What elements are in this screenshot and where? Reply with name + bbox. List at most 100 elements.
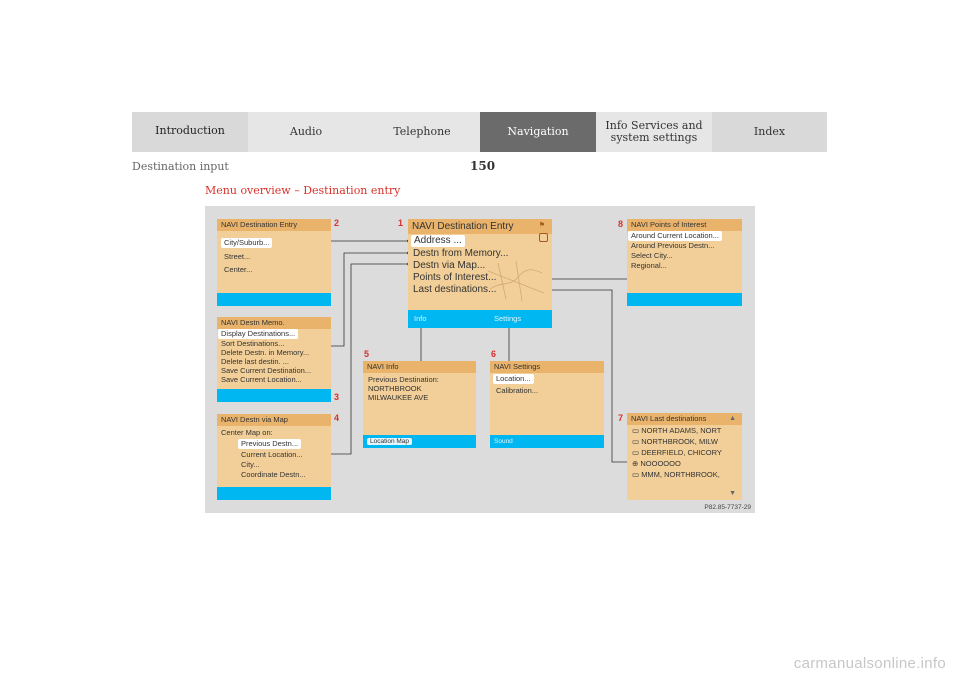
menu-item-city[interactable]: City/Suburb... xyxy=(221,238,273,248)
flag-icon: ⚑ xyxy=(538,222,545,229)
callout-number-4: 4 xyxy=(334,413,340,423)
panel-destn-via-map: NAVI Destn via Map Center Map on: Previo… xyxy=(217,414,331,500)
menu-item-destn-from-memory[interactable]: Destn from Memory... xyxy=(413,248,509,259)
menu-item-current-location[interactable]: Current Location... xyxy=(241,450,303,459)
list-item[interactable]: ▭ MMM, NORTHBROOK, xyxy=(632,470,720,480)
address-icon: ▭ xyxy=(632,426,640,435)
callout-number-2: 2 xyxy=(334,218,340,228)
doc-heading: Menu overview – Destination entry xyxy=(205,184,401,197)
tab-audio[interactable]: Audio xyxy=(248,112,364,152)
softkey-location-map[interactable]: Location Map xyxy=(367,438,413,445)
softkey-info[interactable]: Info xyxy=(414,314,427,323)
panel-title: NAVI Info xyxy=(363,361,476,373)
list-item-label: DEERFIELD, CHICORY xyxy=(641,448,722,457)
tab-index-label: Index xyxy=(753,125,786,138)
poi-icon: ⊕ xyxy=(632,459,639,468)
panel-softkey-bar xyxy=(217,487,331,500)
panel-softkey-bar xyxy=(217,293,331,306)
page-number: 150 xyxy=(470,159,496,173)
panel-softkey-bar: Sound xyxy=(490,435,604,448)
panel-destination-entry-small: NAVI Destination Entry City/Suburb... St… xyxy=(217,219,331,306)
menu-item-regional[interactable]: Regional... xyxy=(631,261,667,270)
scroll-up-icon[interactable]: ▲ xyxy=(729,415,736,422)
tab-navigation[interactable]: Navigation xyxy=(480,112,596,152)
address-icon: ▭ xyxy=(632,448,640,457)
tab-introduction-label: Introduction xyxy=(155,124,225,137)
panel-destn-memo: NAVI Destn Memo. Display Destinations...… xyxy=(217,317,331,402)
menu-item-calibration[interactable]: Calibration... xyxy=(496,386,539,395)
address-icon: ▭ xyxy=(632,437,640,446)
map-background-graphic xyxy=(488,260,544,302)
menu-item-save-destination[interactable]: Save Current Destination... xyxy=(221,366,312,375)
panel-title: NAVI Destn Memo. xyxy=(217,317,331,329)
address-icon: ▭ xyxy=(632,470,640,479)
menu-item-street[interactable]: Street... xyxy=(224,252,251,261)
softkey-sound[interactable]: Sound xyxy=(494,438,513,445)
panel-softkey-bar: Info Settings xyxy=(408,310,552,328)
menu-item-city[interactable]: City... xyxy=(241,460,260,469)
menu-item-sort-destinations[interactable]: Sort Destinations... xyxy=(221,339,285,348)
info-street-value: MILWAUKEE AVE xyxy=(368,393,429,402)
tab-telephone[interactable]: Telephone xyxy=(364,112,480,152)
tab-telephone-label: Telephone xyxy=(393,125,451,138)
panel-title: NAVI Settings xyxy=(490,361,604,373)
panel-softkey-bar xyxy=(627,293,742,306)
menu-item-display-destinations[interactable]: Display Destinations... xyxy=(218,329,299,339)
menu-item-points-of-interest[interactable]: Points of Interest... xyxy=(413,272,497,283)
panel-softkey-bar xyxy=(217,389,331,402)
callout-number-7: 7 xyxy=(618,413,624,423)
menu-item-save-location[interactable]: Save Current Location... xyxy=(221,375,302,384)
callout-number-1: 1 xyxy=(398,218,404,228)
callout-number-3: 3 xyxy=(334,392,340,402)
list-item[interactable]: ▭ NORTHBROOK, MILW xyxy=(632,437,718,447)
disc-icon xyxy=(539,233,548,242)
menu-item-location[interactable]: Location... xyxy=(493,374,534,384)
tab-index[interactable]: Index xyxy=(712,112,827,152)
scroll-down-icon[interactable]: ▼ xyxy=(729,490,736,497)
menu-item-select-city[interactable]: Select City... xyxy=(631,251,673,260)
tab-info-line2: system settings xyxy=(610,131,698,144)
list-item-label: MMM, NORTHBROOK, xyxy=(641,470,720,479)
panel-title: NAVI Last destinations xyxy=(627,413,742,425)
list-item[interactable]: ▭ DEERFIELD, CHICORY xyxy=(632,448,722,458)
watermark-text: carmanualsonline.info xyxy=(793,655,946,672)
list-item[interactable]: ▭ NORTH ADAMS, NORT xyxy=(632,426,721,436)
panel-title: NAVI Points of Interest xyxy=(627,219,742,231)
section-title: Destination input xyxy=(132,160,229,173)
menu-item-around-previous[interactable]: Around Previous Destn... xyxy=(631,241,715,250)
menu-item-delete-last[interactable]: Delete last destin. ... xyxy=(221,357,289,366)
tab-navigation-label: Navigation xyxy=(507,125,569,138)
list-item[interactable]: ⊕ NOOOOOO xyxy=(632,459,681,469)
menu-item-around-current[interactable]: Around Current Location... xyxy=(628,231,722,241)
chapter-tab-bar: Introduction Audio Telephone Navigation … xyxy=(132,112,827,152)
info-city-value: NORTHBROOK xyxy=(368,384,422,393)
panel-navi-info: NAVI Info Previous Destination: NORTHBRO… xyxy=(363,361,476,448)
panel-title: NAVI Destination Entry xyxy=(217,219,331,231)
softkey-settings[interactable]: Settings xyxy=(494,314,522,323)
list-item-label: NORTHBROOK, MILW xyxy=(641,437,718,446)
menu-item-address[interactable]: Address ... xyxy=(411,235,465,247)
panel-title: NAVI Destn via Map xyxy=(217,414,331,426)
callout-number-8: 8 xyxy=(618,219,624,229)
menu-item-delete-in-memory[interactable]: Delete Destn. in Memory... xyxy=(221,348,310,357)
panel-title: NAVI Destination Entry xyxy=(408,219,552,234)
menu-item-last-destinations[interactable]: Last destinations... xyxy=(413,284,497,295)
list-item-label: NOOOOOO xyxy=(640,459,681,468)
tab-info-line1: Info Services and xyxy=(605,119,703,132)
figure-code: P82.85-7737-29 xyxy=(704,504,751,511)
menu-item-coordinate-destn[interactable]: Coordinate Destn... xyxy=(241,470,306,479)
panel-navi-settings: NAVI Settings Location... Calibration...… xyxy=(490,361,604,448)
menu-item-center[interactable]: Center... xyxy=(224,265,253,274)
panel-points-of-interest: NAVI Points of Interest Around Current L… xyxy=(627,219,742,306)
list-item-label: NORTH ADAMS, NORT xyxy=(641,426,722,435)
menu-item-previous-destn[interactable]: Previous Destn... xyxy=(238,439,302,449)
tab-introduction[interactable]: Introduction xyxy=(132,112,248,152)
callout-number-6: 6 xyxy=(491,349,497,359)
callout-number-5: 5 xyxy=(364,349,370,359)
panel-destination-entry-main: NAVI Destination Entry ⚑ Address ... Des… xyxy=(408,219,552,328)
center-map-label: Center Map on: xyxy=(221,428,273,437)
menu-item-destn-via-map[interactable]: Destn via Map... xyxy=(413,260,486,271)
tab-audio-label: Audio xyxy=(289,125,323,138)
